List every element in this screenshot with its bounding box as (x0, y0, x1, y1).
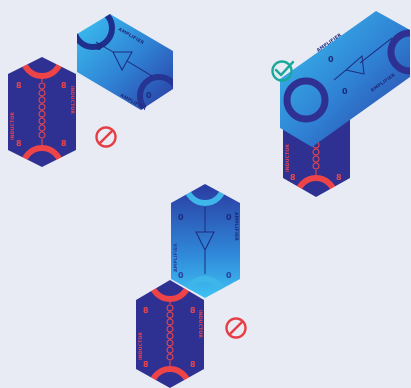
example-side-connection: 0 0 AMPLIFIER AMPLIFIER 8 8 8 8 (8, 9, 178, 186)
inductor-tile: 8 8 8 8 INDUCTOR INDUCTOR (8, 38, 76, 186)
amplifier-number: 0 (226, 213, 232, 222)
inductor-label: INDUCTOR (69, 86, 75, 114)
inductor-label: INDUCTOR (285, 144, 291, 172)
prohibited-icon (97, 128, 116, 147)
amplifier-number: 0 (226, 271, 232, 280)
example-stacked-mismatch: 0 0 0 0 AMPLIFIER AMPLIFIER 8 8 (136, 165, 246, 388)
amplifier-number: 0 (342, 87, 348, 96)
amplifier-number: 0 (146, 91, 152, 100)
inductor-label: INDUCTOR (197, 310, 203, 338)
inductor-label: INDUCTOR (10, 112, 16, 140)
inductor-number: 8 (336, 173, 342, 182)
amplifier-label: AMPLIFIER (233, 212, 239, 241)
prohibited-icon (227, 319, 246, 338)
example-stacked-match: 8 8 INDUCTOR 0 0 AMPLIFIER AMPLIFIER (273, 11, 411, 216)
inductor-number: 8 (190, 306, 196, 315)
inductor-number: 8 (61, 139, 67, 148)
amplifier-number: 0 (96, 43, 102, 52)
amplifier-number: 0 (328, 55, 334, 64)
amplifier-number: 0 (178, 213, 184, 222)
inductor-number: 8 (143, 306, 149, 315)
inductor-number: 8 (16, 139, 22, 148)
amplifier-label: AMPLIFIER (173, 243, 179, 272)
inductor-number: 8 (16, 81, 22, 90)
inductor-number: 8 (190, 360, 196, 369)
inductor-number: 8 (61, 81, 67, 90)
inductor-number: 8 (143, 360, 149, 369)
inductor-number: 8 (290, 173, 296, 182)
amplifier-tile: 0 0 AMPLIFIER AMPLIFIER (74, 9, 178, 115)
inductor-label: INDUCTOR (138, 332, 144, 360)
